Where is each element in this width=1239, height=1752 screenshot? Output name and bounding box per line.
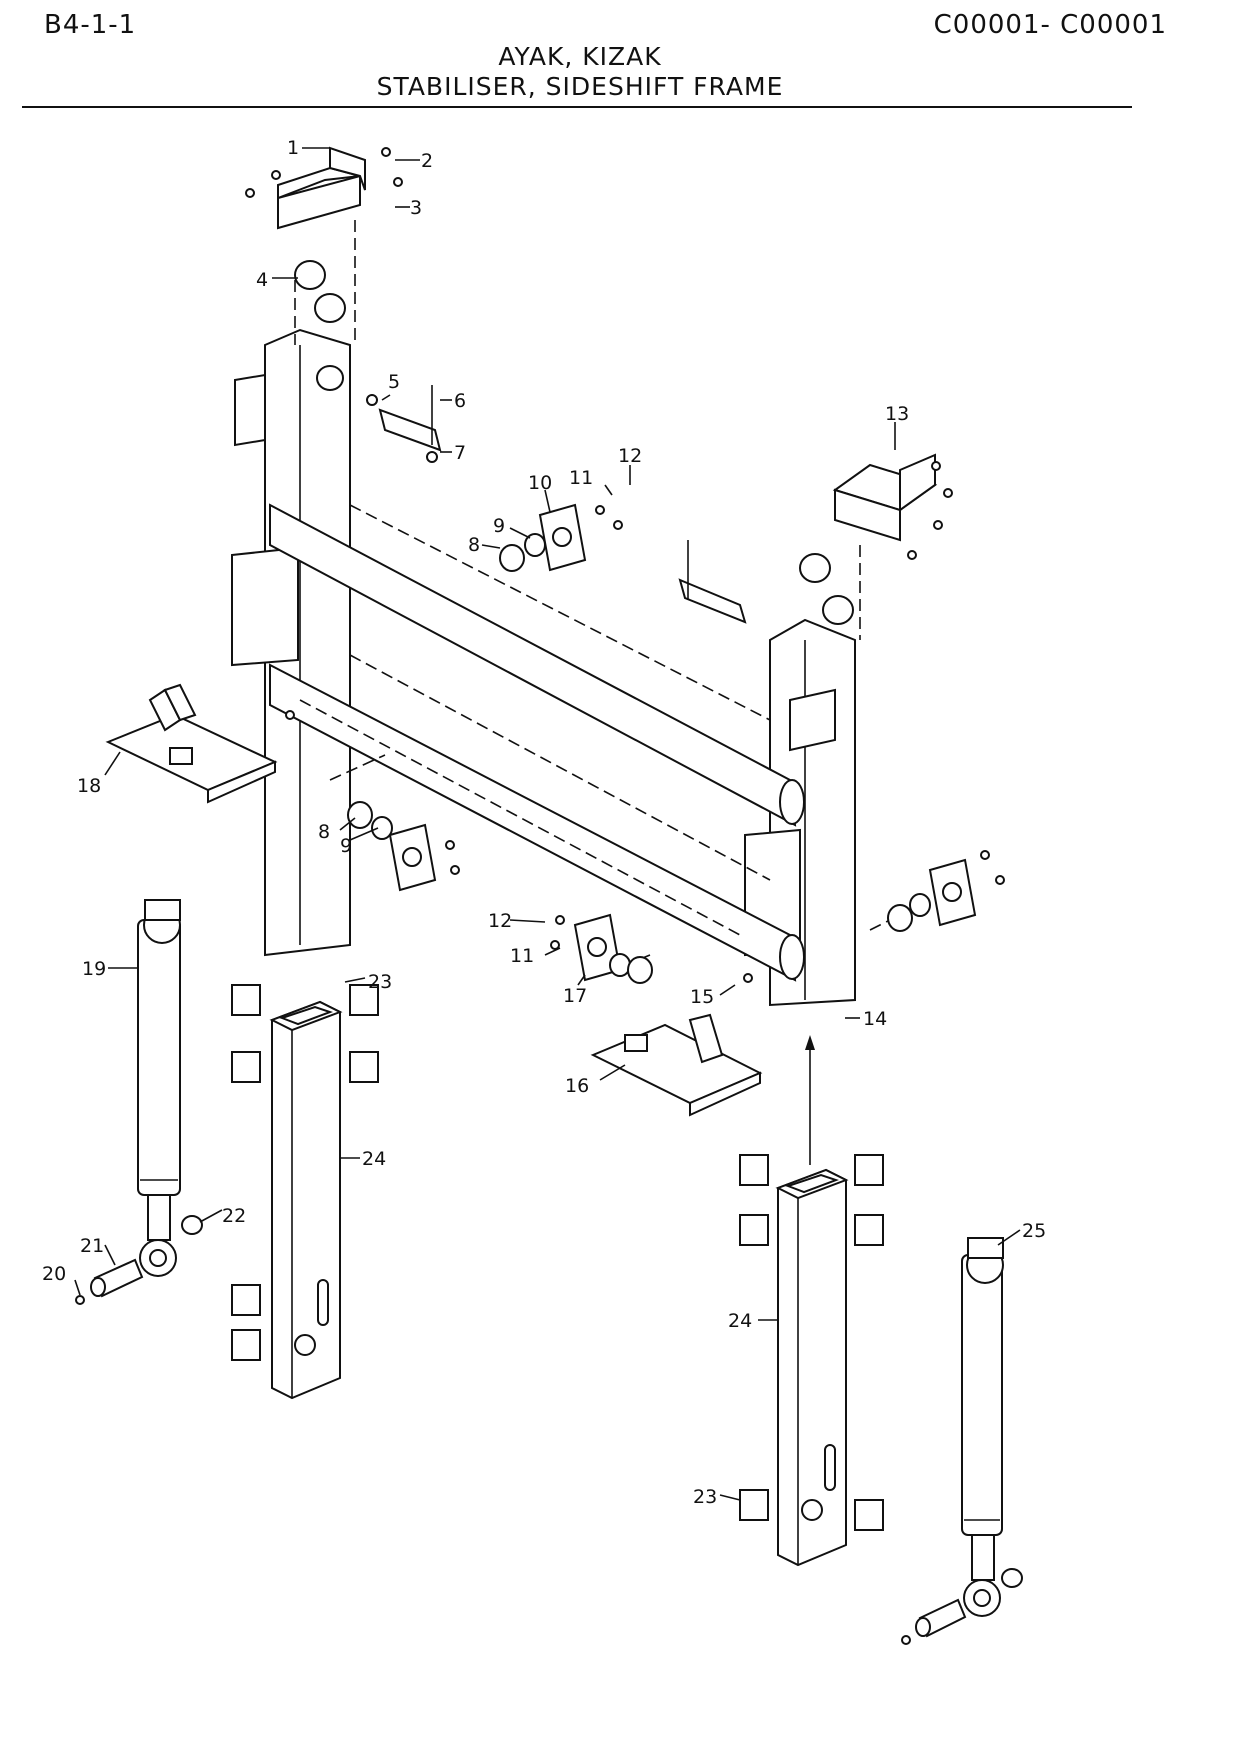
callout-17: 17	[563, 985, 587, 1007]
callout-10: 10	[528, 472, 552, 494]
callout-16: 16	[565, 1075, 589, 1097]
callout-7: 7	[454, 442, 466, 464]
callout-11: 11	[569, 467, 593, 489]
callout-11-lower: 11	[510, 945, 534, 967]
wear-pads-right	[739, 1154, 884, 1531]
callout-3: 3	[410, 197, 422, 219]
title-turkish: AYAK, KIZAK	[498, 42, 662, 71]
callout-18: 18	[77, 775, 101, 797]
callout-4: 4	[256, 269, 268, 291]
cover-plate-right	[832, 453, 938, 542]
callout-9: 9	[493, 515, 505, 537]
stabiliser-leg-right	[775, 1168, 849, 1567]
wear-pads-left	[231, 984, 379, 1361]
stabiliser-leg-left	[269, 1000, 343, 1400]
callout-5: 5	[388, 371, 400, 393]
callout-9-lower: 9	[340, 835, 352, 857]
leader-lines	[74, 147, 1021, 1501]
callout-12-lower: 12	[488, 910, 512, 932]
drawing-code: B4-1-1	[44, 10, 137, 40]
callout-23: 23	[368, 971, 392, 993]
callout-19: 19	[82, 958, 106, 980]
callout-13: 13	[885, 403, 909, 425]
callout-6: 6	[454, 390, 466, 412]
callout-12: 12	[618, 445, 642, 467]
pin-assembly-left	[366, 385, 442, 463]
bushing-right	[799, 553, 854, 625]
ring-22	[181, 1215, 203, 1235]
callout-21: 21	[80, 1235, 104, 1257]
callout-1: 1	[287, 137, 299, 159]
bolts	[245, 147, 1005, 983]
lower-cross-tube	[269, 663, 805, 982]
serial-range: C00001- C00001	[933, 10, 1167, 40]
flange-plate-lower	[347, 801, 437, 892]
flange-plate-right	[887, 858, 977, 932]
skid-plate-16	[590, 1013, 763, 1117]
pin-21	[90, 1258, 144, 1298]
callout-14: 14	[863, 1008, 887, 1030]
hydraulic-cylinder-25	[901, 1237, 1023, 1645]
callout-22: 22	[222, 1205, 246, 1227]
bushing-4	[294, 260, 346, 391]
insertion-arrow	[805, 1035, 815, 1165]
callout-23-right: 23	[693, 1486, 717, 1508]
upper-cross-tube	[269, 503, 805, 827]
callout-8: 8	[468, 534, 480, 556]
callout-2: 2	[421, 150, 433, 172]
header-rule	[22, 106, 1132, 108]
clip-20	[75, 1295, 85, 1305]
left-frame-post	[231, 328, 351, 957]
callout-20: 20	[42, 1263, 66, 1285]
pin-assembly-right	[678, 540, 747, 624]
title-english: STABILISER, SIDESHIFT FRAME	[376, 72, 784, 101]
callout-24: 24	[362, 1148, 386, 1170]
callout-25: 25	[1022, 1220, 1046, 1242]
right-frame-post	[744, 618, 856, 1007]
flange-plate-17	[573, 913, 653, 984]
hydraulic-cylinder-19	[137, 899, 181, 1277]
callout-8-lower: 8	[318, 821, 330, 843]
skid-plate-18	[105, 683, 278, 804]
flange-plate-10	[499, 503, 587, 572]
callout-15: 15	[690, 986, 714, 1008]
cover-plate-left	[277, 146, 366, 230]
callout-24-right: 24	[728, 1310, 752, 1332]
